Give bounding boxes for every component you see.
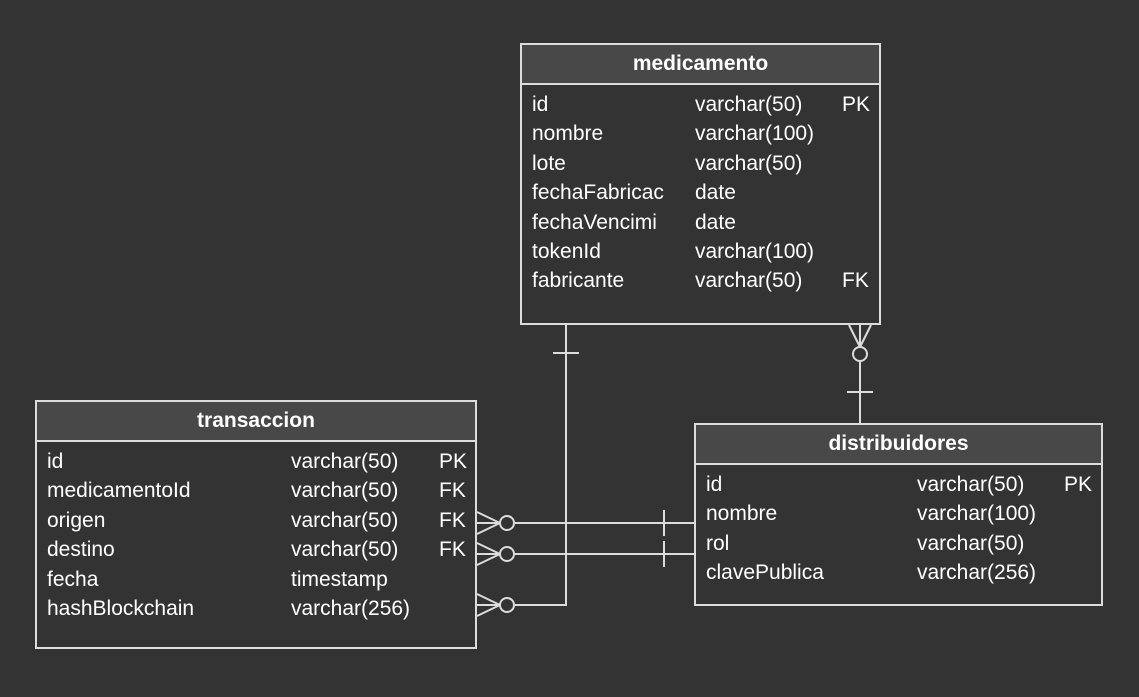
column-type: varchar(100) (695, 239, 815, 263)
column-row[interactable]: fecha timestamp (37, 565, 475, 594)
column-name: fechaVencimi (532, 210, 657, 234)
column-type: date (695, 210, 736, 234)
column-name: fechaFabricac (532, 181, 664, 205)
column-name: id (47, 450, 64, 473)
column-name: hashBlockchain (47, 596, 195, 620)
column-row[interactable]: clavePublica varchar(256) (696, 558, 1101, 587)
column-name: id (706, 473, 723, 496)
relation-distribuidores-medicamento[interactable] (847, 324, 873, 423)
column-row[interactable]: fechaFabricac date (522, 178, 879, 207)
entity-title: transaccion (37, 402, 475, 442)
entity-distribuidores[interactable]: distribuidores id varchar(50) PK nombre var… (694, 423, 1103, 606)
column-row[interactable]: id varchar(50) PK (696, 470, 1101, 499)
column-type: varchar(50) (695, 151, 803, 175)
column-row[interactable]: rol varchar(50) (696, 529, 1101, 558)
column-key: FK (842, 269, 869, 293)
column-key: FK (439, 479, 466, 503)
column-row[interactable]: fechaVencimi date (522, 208, 879, 237)
column-type: varchar(50) (695, 269, 803, 293)
relation-distribuidores-origen[interactable] (476, 510, 694, 536)
column-type: varchar(50) (917, 473, 1025, 496)
column-type: varchar(50) (291, 479, 399, 503)
entity-medicamento[interactable]: medicamento id varchar(50) PK nombre varcha… (520, 43, 881, 325)
entity-transaccion[interactable]: transaccion id varchar(50) PK medicamentoI… (35, 400, 477, 649)
relation-distribuidores-destino[interactable] (476, 541, 694, 567)
column-row[interactable]: hashBlockchain varchar(256) (37, 594, 475, 623)
entity-title: distribuidores (696, 425, 1101, 465)
column-key: PK (439, 450, 468, 473)
column-key: PK (842, 93, 871, 116)
column-row[interactable]: tokenId varchar(100) (522, 237, 879, 266)
column-row[interactable]: destino varchar(50) FK (37, 535, 475, 564)
column-type: varchar(50) (695, 93, 803, 116)
column-name: clavePublica (706, 561, 824, 585)
column-row[interactable]: fabricante varchar(50) FK (522, 266, 879, 295)
column-row[interactable]: nombre varchar(100) (696, 499, 1101, 528)
column-type: date (695, 181, 736, 205)
column-row[interactable]: id varchar(50) PK (522, 90, 879, 119)
column-row[interactable]: nombre varchar(100) (522, 119, 879, 148)
column-row[interactable]: lote varchar(50) (522, 149, 879, 178)
column-type: varchar(50) (291, 508, 399, 532)
column-name: rol (706, 531, 730, 555)
column-type: varchar(50) (917, 531, 1025, 555)
column-type: varchar(256) (291, 596, 411, 620)
relation-medicamento-transaccion[interactable] (476, 325, 579, 617)
column-name: id (532, 93, 549, 116)
column-name: destino (47, 538, 115, 562)
column-name: fabricante (532, 269, 625, 293)
column-name: tokenId (532, 239, 601, 263)
column-type: varchar(100) (695, 122, 815, 146)
entity-title: medicamento (522, 45, 879, 85)
column-type: varchar(50) (291, 538, 399, 562)
column-row[interactable]: medicamentoId varchar(50) FK (37, 476, 475, 505)
column-key: FK (439, 508, 466, 532)
column-name: nombre (706, 502, 778, 526)
column-name: nombre (532, 122, 604, 146)
column-row[interactable]: origen varchar(50) FK (37, 506, 475, 535)
column-type: varchar(256) (917, 561, 1037, 585)
column-name: origen (47, 508, 106, 532)
column-type: varchar(50) (291, 450, 399, 473)
column-row[interactable]: id varchar(50) PK (37, 447, 475, 476)
column-key: PK (1064, 473, 1093, 496)
column-name: lote (532, 151, 566, 175)
column-type: timestamp (291, 567, 388, 591)
column-name: medicamentoId (47, 479, 191, 503)
column-name: fecha (47, 567, 99, 591)
column-type: varchar(100) (917, 502, 1037, 526)
column-key: FK (439, 538, 466, 562)
